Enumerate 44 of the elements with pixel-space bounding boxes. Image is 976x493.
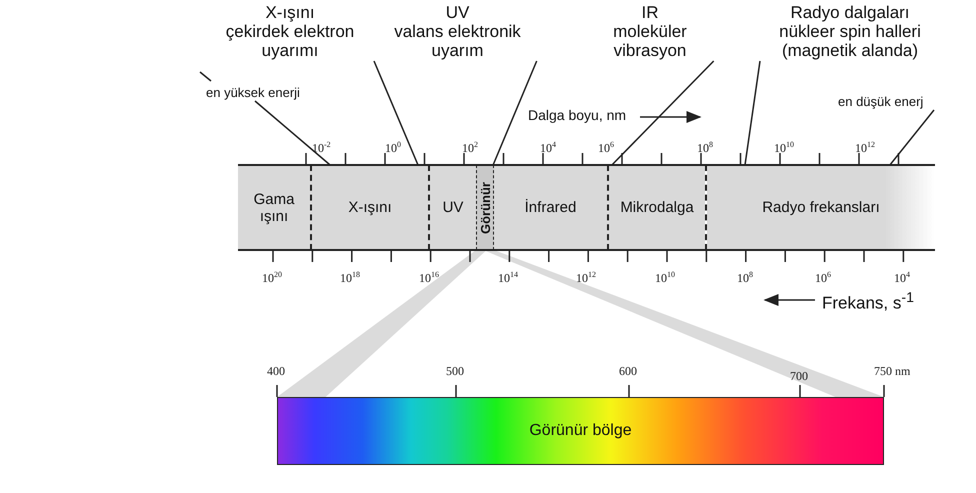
spectrum-region: UV: [428, 165, 476, 250]
zoom-projection: [277, 250, 884, 397]
annotation-text: en yüksek enerji: [206, 85, 366, 101]
tick-label: 10$^{6}$: [815, 270, 831, 286]
tick-label: 10$^{0}$: [385, 140, 401, 156]
spectrum-region: Gama ışını: [238, 165, 310, 250]
tick-label: 10$^{-2}$: [312, 140, 331, 156]
visible-spectrum-bar: Görünür bölge: [277, 397, 884, 465]
tick-label: 10$^{8}$: [737, 270, 753, 286]
leader-line: [611, 60, 714, 166]
annotation-text: en düşük enerj: [838, 94, 934, 110]
tick-label: 750 nm: [874, 364, 910, 379]
leader-line: [199, 71, 331, 166]
tick-label: 10$^{4}$: [894, 270, 910, 286]
leader-line: [373, 60, 419, 166]
tick-label: 10$^{14}$: [498, 270, 518, 286]
tick-label: 10$^{8}$: [697, 140, 713, 156]
tick-label: 600: [619, 364, 637, 379]
tick-label: 10$^{10}$: [655, 270, 675, 286]
tick-label: 10$^{20}$: [262, 270, 282, 286]
tick-label: 400: [267, 364, 285, 379]
tick-label: 10$^{12}$: [576, 270, 596, 286]
annotation-text: IR moleküler vibrasyon: [585, 3, 715, 61]
tick-label: 10$^{2}$: [462, 140, 478, 156]
annotation-text: UV valans elektronik uyarım: [375, 3, 540, 61]
spectrum-region: İnfrared: [494, 165, 607, 250]
tick-label: 10$^{12}$: [855, 140, 875, 156]
annotation-text: X-ışını çekirdek elektron uyarımı: [205, 3, 375, 61]
spectrum-region: Görünür: [476, 165, 494, 250]
tick-label: 10$^{16}$: [419, 270, 439, 286]
tick-label: 10$^{6}$: [598, 140, 614, 156]
spectrum-region: X-ışını: [310, 165, 428, 250]
axis-title: Dalga boyu, nm: [528, 107, 626, 123]
leader-line: [492, 60, 538, 166]
tick-label: 10$^{18}$: [340, 270, 360, 286]
leader-line: [744, 60, 761, 166]
axis-title: Frekans, s$^{-1}$: [822, 290, 914, 314]
leader-line: [889, 110, 935, 166]
spectrum-region: Mikrodalga: [607, 165, 705, 250]
tick-label: 10$^{10}$: [774, 140, 794, 156]
annotation-text: Radyo dalgaları nükleer spin halleri (magnetik alanda): [760, 3, 940, 61]
tick-label: 700: [790, 369, 808, 384]
tick-label: 10$^{4}$: [540, 140, 556, 156]
tick-label: 500: [446, 364, 464, 379]
